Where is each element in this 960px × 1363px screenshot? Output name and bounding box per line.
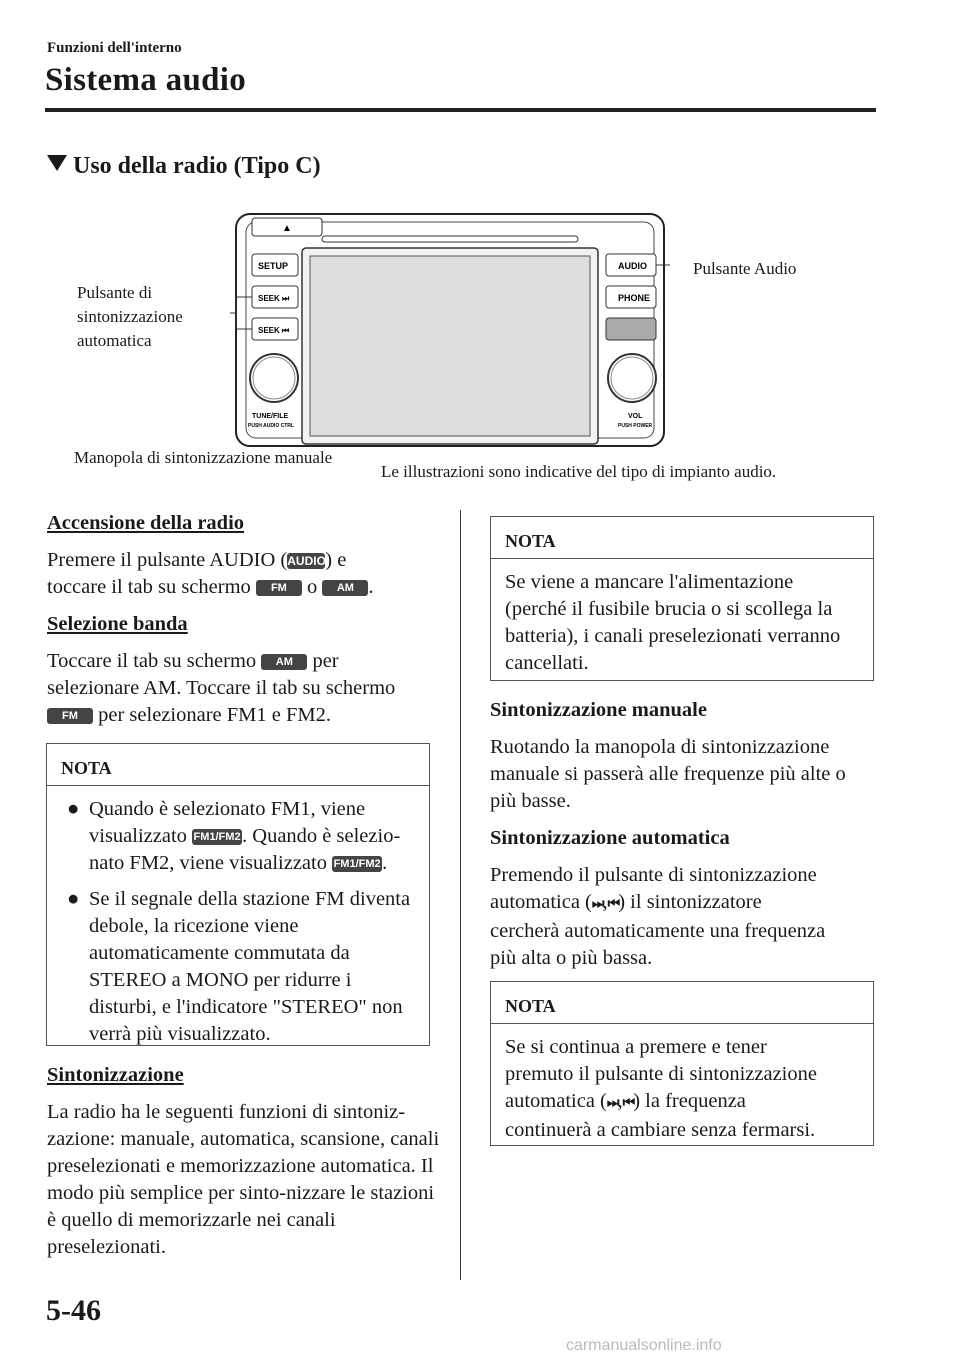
label-manual-knob: Manopola di sintonizzazione manuale (74, 448, 333, 467)
am-chip: AM (261, 654, 308, 671)
tuning-body: La radio ha le seguenti funzioni di sint… (47, 1101, 440, 1258)
manual-body: Ruotando la manopola di sintonizzazione … (490, 736, 846, 812)
note-box-1: NOTA ●Quando è selezionato FM1, viene vi… (46, 743, 430, 1046)
volume-knob (607, 353, 657, 403)
svg-text:VOL: VOL (628, 413, 643, 420)
tuning-section: Sintonizzazione La radio ha le seguenti … (47, 1062, 442, 1261)
triangle-down-icon (47, 155, 67, 171)
figure-caption: Le illustrazioni sono indicative del tip… (381, 462, 777, 481)
audio-unit-illustration: ▲ SETUP SEEK ⏭ SEEK ⏮ AUDIO PHONE TUNE/F… (230, 213, 670, 447)
label-audio-button: Pulsante Audio (693, 259, 797, 278)
blank-button (605, 317, 657, 341)
note-box-3: NOTA Se si continua a premere e tener pr… (490, 981, 874, 1146)
left-column: Accensione della radio Premere il pulsan… (47, 510, 437, 729)
auto-title: Sintonizzazione automatica (490, 827, 730, 849)
svg-text:SEEK ⏭: SEEK ⏭ (258, 294, 290, 303)
band-title: Selezione banda (47, 613, 188, 635)
eject-button (251, 217, 323, 237)
seek-prev-icon: ⏮ (622, 1095, 636, 1111)
page-number: 5-46 (46, 1294, 101, 1327)
header-rule (45, 108, 876, 112)
fm1-chip: FM1/FM2 (192, 829, 243, 846)
right-column: Sintonizzazione manuale Ruotando la mano… (490, 697, 875, 972)
phone-button (605, 285, 657, 309)
column-divider (460, 510, 461, 1280)
seek-prev-icon: ⏮ (607, 896, 621, 912)
seek-next-icon: ⏭ (591, 896, 605, 912)
audio-chip: AUDIO (287, 553, 326, 570)
label-auto-tuning-button: Pulsante di sintonizzazione automatica (77, 283, 183, 350)
fm2-chip: FM1/FM2 (332, 856, 383, 873)
tuning-title: Sintonizzazione (47, 1064, 184, 1086)
section-header: Funzioni dell'interno (47, 40, 182, 56)
am-chip: AM (322, 580, 369, 597)
setup-button (251, 253, 299, 277)
fm-chip: FM (47, 708, 93, 725)
note-bullet: ●Se il segnale della stazione FM diventa… (67, 888, 411, 1045)
svg-text:PUSH AUDIO CTRL: PUSH AUDIO CTRL (248, 423, 294, 429)
svg-text:SEEK ⏮: SEEK ⏮ (258, 326, 289, 335)
note-bullet: ●Quando è selezionato FM1, viene visuali… (67, 798, 401, 874)
svg-text:PUSH POWER: PUSH POWER (618, 423, 653, 429)
power-title: Accensione della radio (47, 512, 245, 534)
seek-next-icon: ⏭ (606, 1095, 620, 1111)
watermark: carmanualsonline.info (566, 1337, 722, 1354)
tune-knob (249, 353, 299, 403)
manual-title: Sintonizzazione manuale (490, 699, 707, 721)
fm-chip: FM (255, 580, 302, 597)
page-title: Sistema audio (45, 62, 247, 98)
svg-text:AUDIO: AUDIO (618, 261, 647, 271)
svg-text:TUNE/FILE: TUNE/FILE (252, 413, 288, 420)
svg-text:SETUP: SETUP (258, 261, 288, 271)
note-box-2: NOTA Se viene a mancare l'alimentazione … (490, 516, 874, 681)
svg-text:PHONE: PHONE (618, 293, 650, 303)
section-heading: Uso della radio (Tipo C) (47, 153, 321, 180)
svg-text:▲: ▲ (282, 223, 292, 234)
